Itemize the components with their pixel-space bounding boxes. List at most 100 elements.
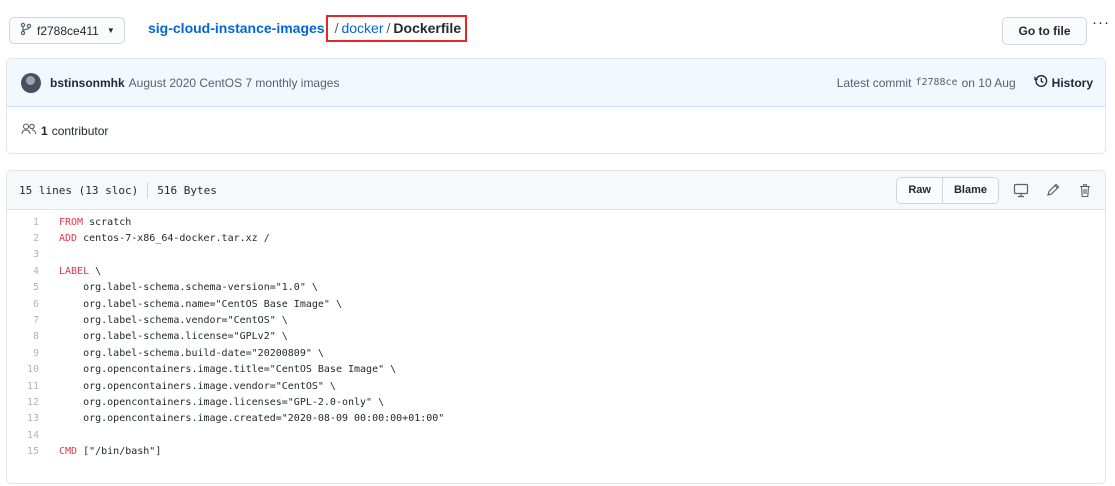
branch-select-button[interactable]: f2788ce411 ▼ <box>9 17 125 44</box>
code-line: 11 org.opencontainers.image.vendor="Cent… <box>7 378 1105 394</box>
desktop-icon[interactable] <box>1011 180 1031 200</box>
code-text: org.opencontainers.image.vendor="CentOS"… <box>59 380 336 392</box>
history-label: History <box>1051 75 1093 90</box>
breadcrumb-dir-link[interactable]: docker <box>341 20 384 36</box>
line-number[interactable]: 10 <box>26 364 39 376</box>
line-number[interactable]: 12 <box>26 396 39 408</box>
file-info-divider <box>147 182 149 198</box>
breadcrumb-separator: / <box>386 20 391 36</box>
code-text: org.label-schema.schema-version="1.0" \ <box>59 282 318 294</box>
code-line: 3 <box>7 247 1105 263</box>
line-number[interactable]: 9 <box>32 347 39 359</box>
line-content: org.opencontainers.image.vendor="CentOS"… <box>39 381 336 392</box>
commit-date: on 10 Aug <box>961 75 1016 90</box>
code-line: 13 org.opencontainers.image.created="202… <box>7 411 1105 427</box>
commit-author[interactable]: bstinsonmhk <box>50 75 125 90</box>
code-keyword: ADD <box>59 233 78 245</box>
line-number[interactable]: 13 <box>26 413 39 425</box>
line-number[interactable]: 7 <box>32 315 39 327</box>
breadcrumb-separator: / <box>334 20 339 36</box>
line-number[interactable]: 11 <box>26 380 39 392</box>
line-number[interactable]: 2 <box>32 233 39 245</box>
chevron-down-icon: ▼ <box>106 26 115 35</box>
breadcrumb-file-name: Dockerfile <box>393 20 462 36</box>
line-content: org.label-schema.schema-version="1.0" \ <box>39 282 318 293</box>
line-number[interactable]: 14 <box>26 429 39 441</box>
latest-commit-label: Latest commit <box>836 75 912 90</box>
line-content: FROM scratch <box>39 217 131 228</box>
blame-button[interactable]: Blame <box>941 177 998 203</box>
line-content: org.opencontainers.image.created="2020-0… <box>39 413 444 424</box>
code-text: org.opencontainers.image.title="CentOS B… <box>59 364 397 376</box>
line-number[interactable]: 8 <box>32 331 39 343</box>
code-text: org.opencontainers.image.licenses="GPL-2… <box>59 396 385 408</box>
avatar[interactable] <box>21 72 41 93</box>
go-to-file-button[interactable]: Go to file <box>1002 17 1087 45</box>
code-text: ["/bin/bash"] <box>77 446 162 458</box>
code-keyword: CMD <box>59 446 78 458</box>
code-text: org.opencontainers.image.created="2020-0… <box>59 413 445 425</box>
code-line: 5 org.label-schema.schema-version="1.0" … <box>7 280 1105 296</box>
line-content: org.label-schema.name="CentOS Base Image… <box>39 299 342 310</box>
line-number[interactable]: 1 <box>32 216 39 228</box>
contributors-label: contributor <box>51 123 109 138</box>
code-line: 6 org.label-schema.name="CentOS Base Ima… <box>7 296 1105 312</box>
code-line: 7 org.label-schema.vendor="CentOS" \ <box>7 312 1105 328</box>
line-content: org.label-schema.license="GPLv2" \ <box>39 331 288 342</box>
code-text: org.label-schema.build-date="20200809" \ <box>59 347 324 359</box>
more-options-icon[interactable]: ··· <box>1092 14 1110 31</box>
file-size: 516 Bytes <box>157 183 217 197</box>
contributors-row[interactable]: 1 contributor <box>7 107 1105 153</box>
line-number[interactable]: 4 <box>32 265 39 277</box>
code-text: org.label-schema.license="GPLv2" \ <box>59 331 288 343</box>
latest-commit-bar: bstinsonmhk August 2020 CentOS 7 monthly… <box>7 59 1105 107</box>
line-content: org.opencontainers.image.licenses="GPL-2… <box>39 397 384 408</box>
code-text: org.label-schema.name="CentOS Base Image… <box>59 298 342 310</box>
line-content: org.opencontainers.image.title="CentOS B… <box>39 364 396 375</box>
history-button[interactable]: History <box>1034 74 1093 91</box>
line-content: LABEL \ <box>39 266 101 277</box>
code-line: 14 <box>7 427 1105 443</box>
code-line: 8 org.label-schema.license="GPLv2" \ <box>7 329 1105 345</box>
code-line: 12 org.opencontainers.image.licenses="GP… <box>7 394 1105 410</box>
line-number[interactable]: 5 <box>32 282 39 294</box>
branch-name: f2788ce411 <box>37 23 99 38</box>
commit-meta: Latest commit f2788ce on 10 Aug History <box>837 74 1093 91</box>
code-keyword: LABEL <box>59 265 90 277</box>
line-content: org.label-schema.vendor="CentOS" \ <box>39 315 288 326</box>
breadcrumb: sig-cloud-instance-images / docker / Doc… <box>148 14 468 42</box>
line-number[interactable]: 15 <box>26 446 39 458</box>
file-actions: Raw Blame <box>896 176 1095 204</box>
history-clock-icon <box>1034 74 1048 91</box>
line-number[interactable]: 6 <box>32 298 39 310</box>
file-header: 15 lines (13 sloc) 516 Bytes Raw Blame <box>7 171 1105 210</box>
trash-icon[interactable] <box>1075 180 1095 200</box>
pencil-icon[interactable] <box>1043 180 1063 200</box>
line-number[interactable]: 3 <box>32 249 39 261</box>
code-keyword: FROM <box>59 216 84 228</box>
line-content: CMD ["/bin/bash"] <box>39 446 161 457</box>
file-viewer: 15 lines (13 sloc) 516 Bytes Raw Blame 1… <box>6 170 1106 484</box>
code-text: org.label-schema.vendor="CentOS" \ <box>59 315 288 327</box>
breadcrumb-repo-link[interactable]: sig-cloud-instance-images <box>148 20 325 36</box>
breadcrumb-highlight-box: / docker / Dockerfile <box>325 14 468 42</box>
code-text: scratch <box>83 216 132 228</box>
raw-button[interactable]: Raw <box>897 177 942 203</box>
git-branch-icon <box>20 22 32 39</box>
line-content: ADD centos-7-x86_64-docker.tar.xz / <box>39 233 270 244</box>
code-text: \ <box>89 265 102 277</box>
people-icon <box>21 123 37 138</box>
contributors-count: 1 <box>41 123 48 138</box>
commit-sha-link[interactable]: f2788ce <box>915 77 958 88</box>
code-text: centos-7-x86_64-docker.tar.xz / <box>77 233 270 245</box>
line-content: org.label-schema.build-date="20200809" \ <box>39 348 324 359</box>
code-line: 9 org.label-schema.build-date="20200809"… <box>7 345 1105 361</box>
file-line-info: 15 lines (13 sloc) <box>19 183 139 197</box>
commit-message[interactable]: August 2020 CentOS 7 monthly images <box>128 75 340 90</box>
code-line: 10 org.opencontainers.image.title="CentO… <box>7 362 1105 378</box>
